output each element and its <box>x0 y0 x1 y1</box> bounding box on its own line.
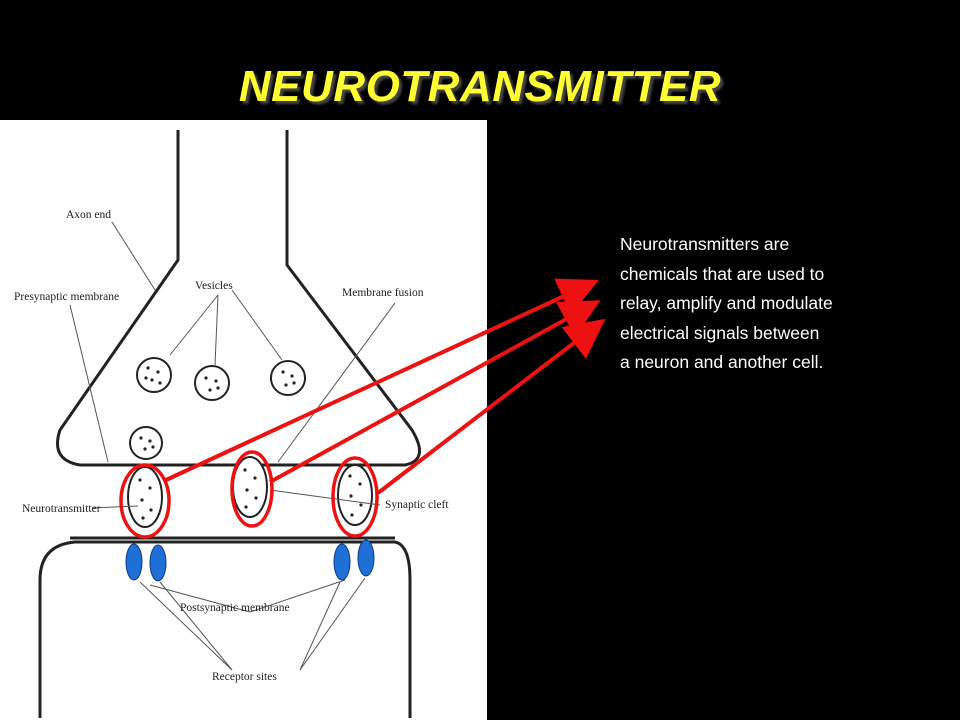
description-line: Neurotransmitters are <box>620 234 790 254</box>
description-line: electrical signals between <box>620 322 820 343</box>
vesicle <box>270 360 306 396</box>
description-line: chemicals that are used to <box>620 263 825 284</box>
receptor-site <box>149 544 167 582</box>
receptor-site <box>125 543 143 581</box>
description-line: relay, amplify and modulate <box>620 293 833 313</box>
postsynaptic-membrane-outline <box>38 540 412 718</box>
description-line: a neuron and another cell. <box>620 352 824 372</box>
label-postsynaptic-membrane: Postsynaptic membrane <box>180 602 290 614</box>
description-text: Neurotransmitters are chemicals that are… <box>620 230 940 378</box>
receptor-site <box>333 543 351 581</box>
label-receptor-sites: Receptor sites <box>212 671 277 683</box>
receptor-sites-group <box>125 539 375 582</box>
vesicle-fusing <box>337 464 373 526</box>
vesicle-fusing <box>127 466 163 528</box>
label-membrane-fusion: Membrane fusion <box>342 287 424 299</box>
label-synaptic-cleft: Synaptic cleft <box>385 499 449 511</box>
vesicle <box>194 365 230 401</box>
vesicle <box>136 357 172 393</box>
label-axon-end: Axon end <box>66 209 111 221</box>
label-presynaptic-membrane: Presynaptic membrane <box>14 291 119 303</box>
slide-title: NEUROTRANSMITTER <box>238 62 722 111</box>
receptor-site <box>357 539 375 577</box>
label-vesicles: Vesicles <box>195 280 233 292</box>
synapse-diagram: Axon end Presynaptic membrane Vesicles M… <box>14 130 449 718</box>
synapse-diagram-panel: Axon end Presynaptic membrane Vesicles M… <box>0 120 487 720</box>
vesicle <box>129 426 163 460</box>
vesicle-fusing <box>232 456 268 518</box>
label-neurotransmitter: Neurotransmitter <box>22 503 101 515</box>
